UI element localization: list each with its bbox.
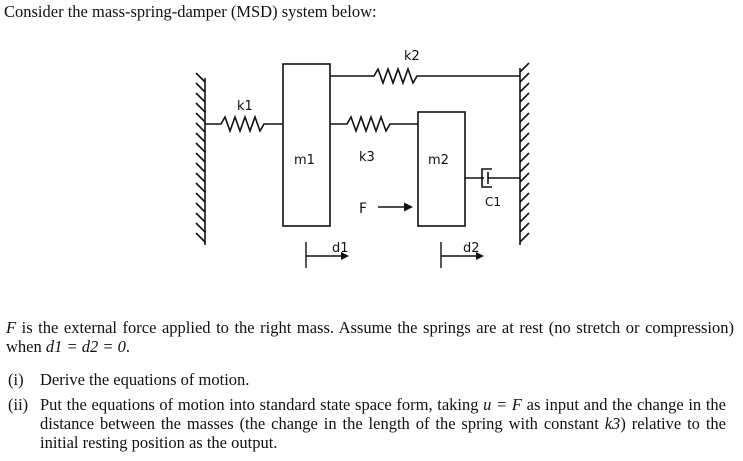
q2-k3: k3 (604, 414, 621, 433)
d1-arrowhead (341, 252, 349, 260)
question-marker: (ii) (8, 395, 29, 414)
q2-part-a: Put the equations of motion into standar… (40, 395, 484, 414)
mass-m1 (282, 63, 331, 227)
q2-part-b: as input and the change in the distance … (40, 395, 727, 433)
rest-condition: d1 = d2 = 0 (45, 337, 126, 356)
question-text: Put the equations of motion into standar… (40, 395, 726, 452)
label-m1: m1 (294, 153, 315, 168)
intro-text: Consider the mass-spring-damper (MSD) sy… (4, 2, 377, 21)
var-F: F (6, 318, 17, 337)
problem-statement: F is the external force applied to the r… (6, 318, 734, 356)
question-item: (ii) Put the equations of motion into st… (8, 395, 726, 452)
label-d2: d2 (463, 241, 480, 256)
spring-k1 (205, 114, 283, 134)
label-k2: k2 (404, 49, 420, 64)
q2-input-eq: u = F (483, 395, 522, 414)
label-m2: m2 (428, 153, 449, 168)
label-d1: d1 (332, 241, 349, 256)
spring-k2 (330, 66, 520, 86)
d2-arrowhead (476, 252, 484, 260)
label-force: F (359, 201, 367, 217)
q2-part-c: ) relative to the initial resting positi… (40, 414, 726, 452)
question-list: (i) Derive the equations of motion. (ii)… (8, 370, 726, 458)
damper-c1 (465, 168, 520, 188)
label-c1: C1 (485, 195, 501, 209)
right-wall (519, 62, 530, 245)
displacement-d1 (305, 242, 342, 268)
force-arrow (378, 202, 413, 212)
msd-diagram: k2 k1 m1 k3 m2 C1 F d1 d2 (195, 49, 530, 268)
statement-part-b: . (125, 337, 131, 356)
question-text: Derive the equations of motion. (40, 370, 250, 389)
displacement-d2 (440, 242, 477, 268)
statement-part-a: is the external force applied to the rig… (6, 318, 734, 356)
spring-k3 (330, 114, 418, 134)
label-k3: k3 (359, 150, 375, 165)
label-k1: k1 (237, 99, 253, 114)
left-wall (195, 72, 206, 245)
mass-m2 (417, 111, 466, 227)
question-item: (i) Derive the equations of motion. (8, 370, 726, 389)
question-marker: (i) (8, 370, 24, 389)
